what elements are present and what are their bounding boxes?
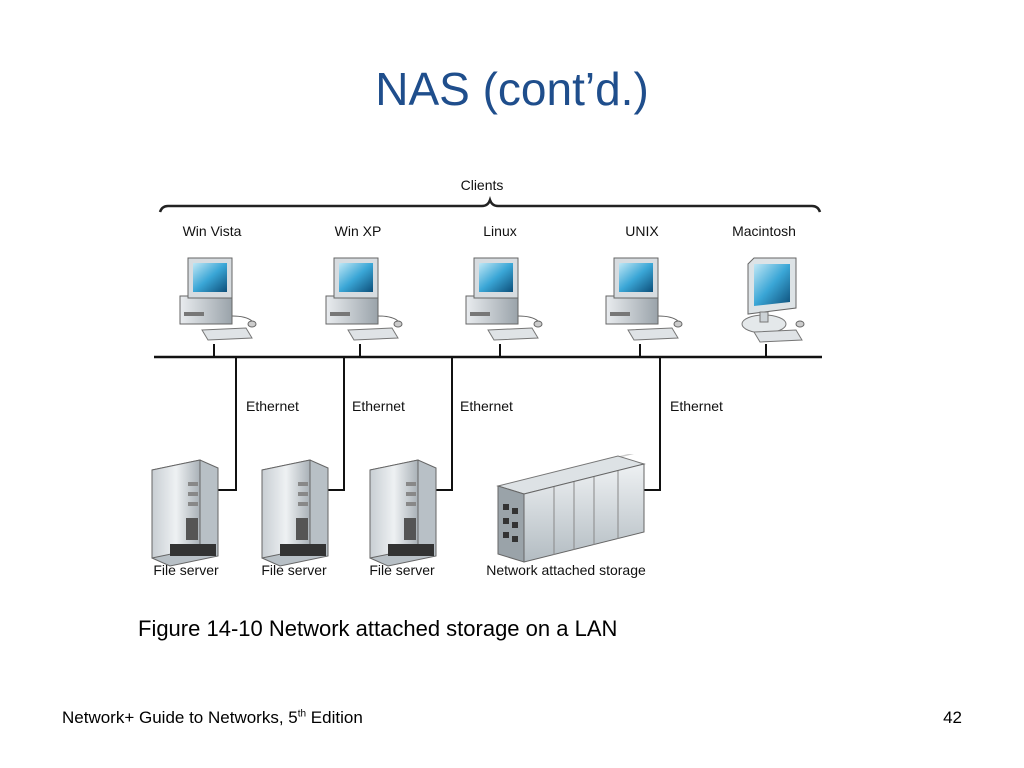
tower-server-icon bbox=[261, 459, 329, 567]
tower-server-icon bbox=[369, 459, 437, 567]
client-label-win-vista: Win Vista bbox=[183, 223, 242, 239]
nas-rack-icon bbox=[496, 454, 646, 563]
device-label-file-server-3: File server bbox=[369, 562, 435, 578]
desktop-computer-icon bbox=[605, 257, 683, 341]
device-label-file-server-2: File server bbox=[261, 562, 327, 578]
slide-title: NAS (cont’d.) bbox=[375, 63, 649, 115]
ethernet-link bbox=[322, 357, 345, 491]
ethernet-link bbox=[212, 357, 237, 491]
page-number: 42 bbox=[943, 708, 962, 727]
ethernet-label-3: Ethernet bbox=[460, 398, 513, 414]
client-label-unix: UNIX bbox=[625, 223, 659, 239]
ethernet-label-1: Ethernet bbox=[246, 398, 299, 414]
desktop-computer-icon bbox=[325, 257, 403, 341]
device-label-file-server-1: File server bbox=[153, 562, 219, 578]
imac-computer-icon bbox=[741, 257, 805, 343]
client-label-win-xp: Win XP bbox=[335, 223, 382, 239]
desktop-computer-icon bbox=[465, 257, 543, 341]
figure-caption: Figure 14-10 Network attached storage on… bbox=[138, 616, 618, 641]
footer-text-end: Edition bbox=[306, 708, 363, 727]
footer-superscript: th bbox=[297, 708, 307, 720]
ethernet-link bbox=[430, 357, 453, 491]
client-label-macintosh: Macintosh bbox=[732, 223, 796, 239]
ethernet-label-2: Ethernet bbox=[352, 398, 405, 414]
ethernet-label-4: Ethernet bbox=[670, 398, 723, 414]
tower-server-icon bbox=[151, 459, 219, 567]
clients-bracket bbox=[158, 196, 822, 213]
footer-book-title: Network+ Guide to Networks, 5th Edition bbox=[62, 708, 363, 728]
footer-text: Network+ Guide to Networks, 5 bbox=[62, 708, 298, 727]
device-label-nas: Network attached storage bbox=[486, 562, 646, 578]
client-label-linux: Linux bbox=[483, 223, 516, 239]
clients-heading: Clients bbox=[461, 177, 504, 193]
desktop-computer-icon bbox=[179, 257, 257, 341]
